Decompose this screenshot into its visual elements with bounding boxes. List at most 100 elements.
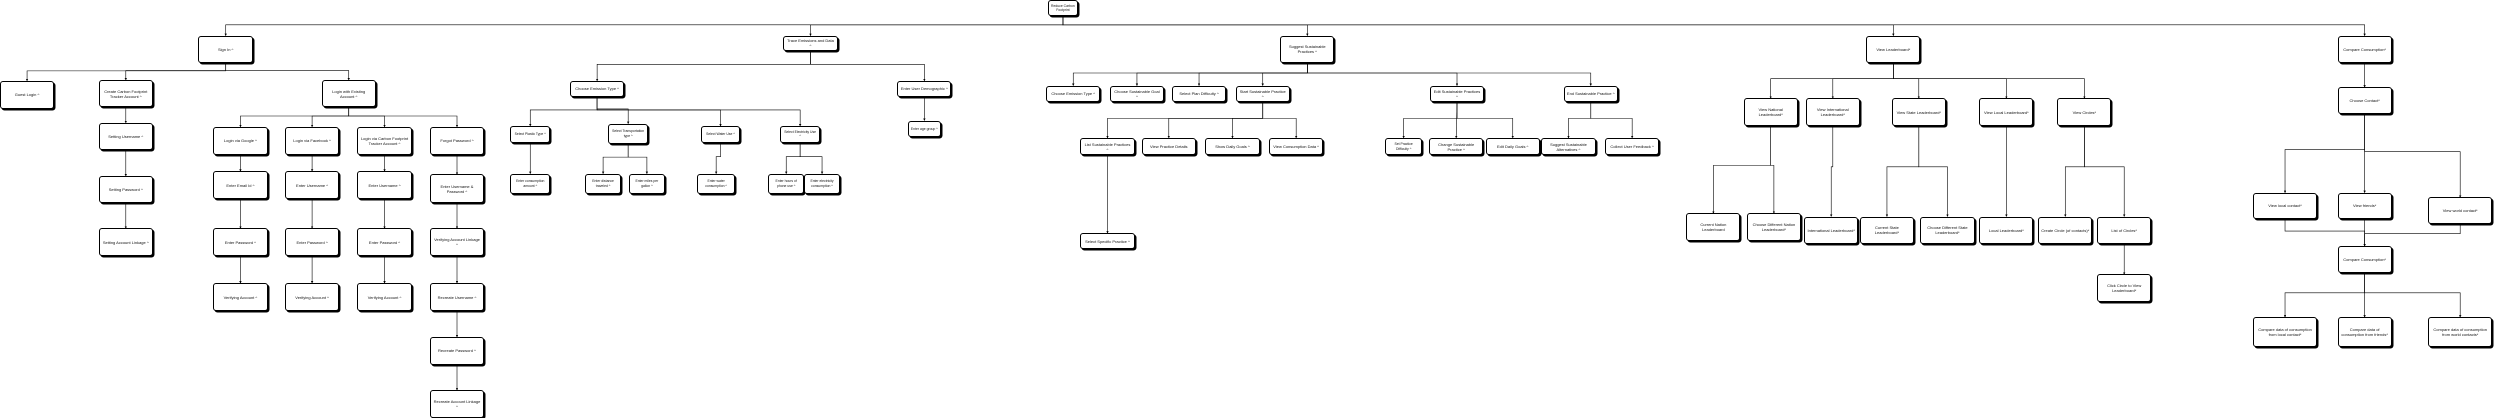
node-distance: Enter distance traveled ^ (585, 173, 621, 194)
node-lfacebook: Login via Facebook ^ (285, 126, 340, 155)
edge-choosecontact-to-localcontact (2283, 114, 2365, 194)
node-cmplocal: Compare data of consumption from local c… (2253, 317, 2317, 347)
node-intl: View International Leaderboard* (1805, 98, 1860, 127)
node-diffnational: Choose Different Nation Leaderboard* (1746, 213, 1801, 242)
node-cuser: Enter Username ^ (357, 171, 412, 200)
edge-editprac-to-editgoals (1456, 102, 1514, 139)
node-fglink: Verifying Account Linkage ^ (429, 228, 485, 257)
node-diffstate: Choose Different State Leaderboard* (1920, 216, 1975, 245)
node-hours: Enter hours of phone use ^ (768, 173, 805, 194)
edge-transport-to-distance (601, 143, 629, 175)
edge-startprac-to-viewdetails (1167, 102, 1264, 139)
edge-startprac-to-consdata (1262, 102, 1298, 139)
node-startprac: Start Sustainable Practice ^ (1235, 85, 1290, 103)
node-endprac: End Sustainable Practice ^ (1563, 85, 1618, 103)
node-cmpworld: Compare data of consumption from world c… (2428, 317, 2493, 347)
node-state: View State Leaderboard* (1891, 98, 1946, 127)
node-chemtype: Choose Emission Type ^ (1046, 85, 1101, 103)
edge-trace-to-demog (810, 50, 926, 82)
edge-suggest-to-startprac (1261, 62, 1308, 86)
edge-compare2-to-cmplocal (2283, 272, 2365, 318)
node-fgup: Enter Username & Password ^ (429, 174, 485, 204)
node-trace: Trace Emissions and Data ^ (783, 35, 838, 51)
edge-suggest-to-chemtype (1072, 62, 1308, 86)
node-elec: Select Electricity Use ^ (780, 126, 821, 143)
node-fverify: Verifying Account ^ (285, 283, 340, 311)
edge-loginexist-to-lfacebook (310, 107, 350, 128)
edge-root-to-trace (809, 15, 1064, 36)
node-cpass: Enter Password ^ (357, 228, 412, 257)
edge-transport-to-milespg (627, 143, 649, 175)
node-editprac: Edit Sustainable Practices ^ (1429, 85, 1485, 103)
node-friends: View friends* (2337, 192, 2392, 219)
node-transport: Select Transportation type ^ (608, 123, 649, 144)
node-gverify: Verifying Account ^ (213, 283, 268, 311)
edge-loginexist-to-lgoogle (239, 107, 350, 128)
node-cmpfriend: Compare data of consumption from friends… (2337, 317, 2392, 347)
node-signin: Sign In ^ (198, 35, 254, 63)
edge-suggest-to-chgoal (1135, 62, 1308, 86)
node-plasticamt: Enter consumption amount ^ (510, 173, 551, 194)
edge-elec-to-hours (785, 142, 801, 175)
node-specific: Select Specific Practice ^ (1080, 233, 1135, 250)
edge-startprac-to-dailygoals (1231, 102, 1264, 139)
edge-root-to-viewlb (1062, 15, 1895, 36)
edge-national-to-diffnational (1770, 126, 1776, 214)
node-cverify: Verifying Account ^ (357, 283, 412, 311)
edge-intl-to-intllb (1830, 126, 1834, 217)
edge-editprac-to-setdiff (1402, 102, 1458, 139)
node-elecc: Enter electricity consumption ^ (804, 173, 840, 194)
node-milespg: Enter miles per gallon ^ (628, 173, 665, 194)
edge-startprac-to-listprac (1106, 102, 1264, 139)
node-compare2: Compare Consumption* (2337, 245, 2392, 273)
edge-suggest-to-plandiff (1197, 62, 1308, 86)
edge-signin-to-loginexist (225, 62, 350, 81)
edge-choosecontact-to-worldcontact (2364, 114, 2462, 198)
edge-viewlb-to-circle (1893, 62, 2086, 99)
node-locallb: Local Leaderboard* (1979, 216, 2034, 245)
edge-root-to-signin (224, 15, 1064, 36)
node-curstate: Current State Leaderboard* (1859, 216, 1914, 245)
edge-choosetype-to-plastic (529, 96, 598, 127)
node-viewdetails: View Practice Details (1141, 138, 1196, 156)
node-loginexist: Login with Existing Account ^ (321, 80, 376, 108)
node-lgoogle: Login via Google ^ (213, 126, 268, 155)
node-waterc: Enter water consumption ^ (697, 173, 735, 194)
node-agegroup: Enter age group ^ (907, 120, 942, 138)
node-setdiff: Set Practice Difficulty ^ (1385, 138, 1422, 156)
edge-national-to-curnational (1712, 126, 1771, 214)
edge-root-to-suggest (1062, 15, 1309, 36)
node-suggest: Suggest Sustainable Practices ^ (1280, 35, 1335, 63)
node-root: Reduce Carbon Footprint (1047, 0, 1079, 16)
edge-signin-to-createacct (124, 62, 227, 81)
edge-localcontact-to-compare2 (2284, 218, 2366, 247)
node-setlink: Setting Account Linkage ^ (98, 228, 153, 257)
node-fgruser: Recreate Username ^ (429, 283, 485, 311)
edge-endprac-to-feedback (1590, 102, 1634, 139)
node-setuser: Setting Username ^ (98, 122, 153, 150)
node-setpass: Setting Password ^ (98, 176, 153, 204)
node-createcircle: Create Circle (of contacts)* (2038, 216, 2093, 245)
node-circle: View Circles* (2057, 98, 2112, 127)
node-demog: Enter User Demographic ^ (897, 80, 952, 97)
node-listcircle: List of Circles* (2097, 216, 2152, 245)
edge-viewlb-to-intl (1831, 62, 1894, 99)
edge-endprac-to-altern (1567, 102, 1592, 139)
node-feedback: Collect User Feedback ^ (1605, 138, 1660, 156)
node-fgrpass: Recreate Password ^ (429, 337, 485, 365)
node-worldcontact: View world contact* (2428, 197, 2493, 224)
node-intllb: International Leaderboard* (1804, 216, 1859, 245)
node-guest: Guest Login ^ (0, 80, 55, 109)
edge-viewlb-to-state (1893, 62, 1920, 99)
edge-choosetype-to-elec (596, 96, 802, 127)
edge-circle-to-createcircle (2064, 126, 2085, 217)
node-gemail: Enter Email Id ^ (213, 171, 268, 200)
node-chgoal: Choose Sustainable Goal ^ (1109, 85, 1164, 103)
edge-loginexist-to-forgot (348, 107, 459, 128)
node-compare: Compare Consumption* (2337, 35, 2392, 63)
node-consdata: View Consumption Data ^ (1269, 138, 1324, 156)
node-plandiff: Select Plan Difficulty ^ (1171, 85, 1227, 103)
node-gpass: Enter Password ^ (213, 228, 268, 257)
node-localcontact: View local contact* (2253, 192, 2317, 219)
